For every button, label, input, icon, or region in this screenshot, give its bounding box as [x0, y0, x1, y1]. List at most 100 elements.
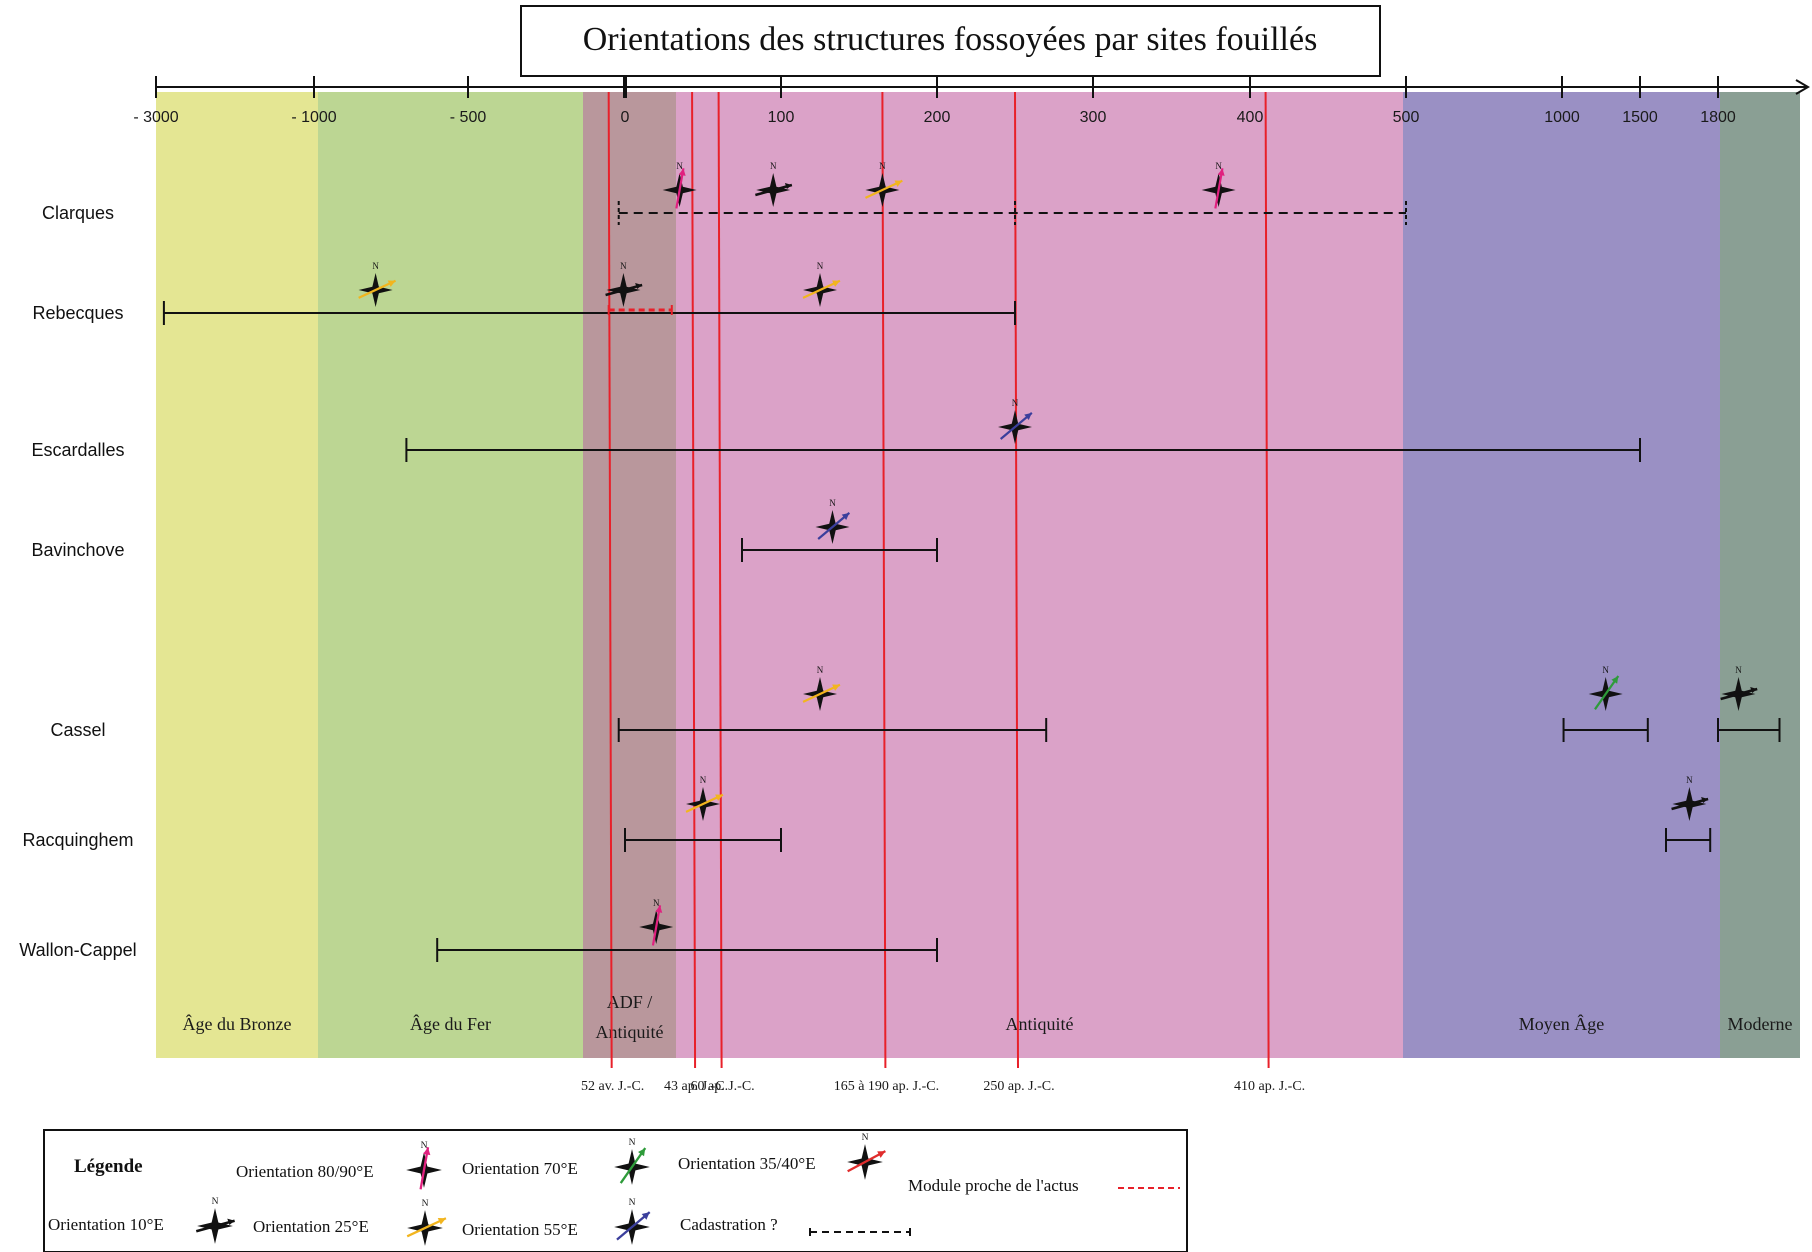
period-band [1403, 92, 1720, 1058]
compass-icon: N [864, 161, 903, 207]
axis-arrow [1795, 79, 1810, 95]
date-marker-line [881, 91, 887, 1069]
compass-icon: N [802, 261, 841, 307]
axis-tick-label: 0 [621, 109, 630, 126]
period-label: Âge du Bronze [183, 1013, 292, 1034]
svg-text:N: N [629, 1138, 636, 1148]
legend-title: Légende [74, 1156, 143, 1177]
date-marker-label: 165 à 190 ap. J.-C. [834, 1079, 939, 1094]
period-band [1720, 92, 1800, 1058]
period-label: Antiquité [1006, 1014, 1074, 1034]
svg-text:N: N [372, 261, 379, 271]
site-label: Racquinghem [22, 830, 133, 850]
axis-tick-label: 1000 [1544, 109, 1580, 126]
compass-icon: N [358, 261, 397, 307]
site-ranges [162, 201, 1781, 962]
compass-icon: N [1671, 775, 1709, 821]
svg-text:N: N [1602, 665, 1609, 675]
svg-text:N: N [1735, 665, 1742, 675]
period-label: Moyen Âge [1519, 1013, 1604, 1034]
svg-text:N: N [629, 1198, 636, 1208]
axis-tick-label: 1800 [1700, 109, 1736, 126]
svg-text:N: N [862, 1133, 869, 1143]
axis-tick-label: 100 [768, 109, 795, 126]
axis-tick-label: - 3000 [133, 109, 178, 126]
site-label: Cassel [50, 720, 105, 740]
legend-item-label: Orientation 70°E [462, 1159, 578, 1178]
diagram-title: Orientations des structures fossoyées pa… [583, 21, 1318, 58]
site-label: Wallon-Cappel [19, 940, 136, 960]
title-box: Orientations des structures fossoyées pa… [520, 5, 1381, 77]
date-marker-lines: 52 av. J.-C. 43 ap. J.-C.60 ap. J.-C. 165 … [581, 91, 1305, 1094]
date-marker-line [717, 91, 723, 1069]
svg-text:N: N [676, 161, 683, 171]
axis-tick-label: 300 [1080, 109, 1107, 126]
compass-icon: N [1588, 665, 1623, 711]
period-label: ADF / [607, 992, 653, 1012]
period-band [583, 92, 676, 1058]
date-marker-label: 250 ap. J.-C. [983, 1079, 1054, 1094]
date-marker-label: 410 ap. J.-C. [1234, 1079, 1305, 1094]
legend-frame [43, 1129, 1188, 1252]
compass-icon: N [605, 261, 643, 307]
legend-item-label: Orientation 80/90°E [236, 1162, 374, 1181]
legend-item-label: Orientation 25°E [253, 1217, 369, 1236]
compass-icon: N [1720, 665, 1758, 711]
compass-icon: N [802, 665, 841, 711]
compass-icon: N [406, 1199, 447, 1246]
compass-icon: N [815, 498, 851, 544]
axis-tick-label: 200 [924, 109, 951, 126]
compass-icon: N [1201, 161, 1236, 209]
svg-text:N: N [422, 1199, 429, 1209]
svg-text:N: N [879, 161, 886, 171]
svg-text:N: N [770, 161, 777, 171]
svg-text:N: N [421, 1141, 428, 1151]
compass-icon: N [614, 1138, 650, 1185]
legend-item-label: Cadastration ? [680, 1215, 778, 1234]
title-frame [520, 5, 1381, 77]
compass-icon: N [847, 1133, 886, 1180]
axis-tick-label: 500 [1393, 109, 1420, 126]
period-band [156, 92, 318, 1058]
axis-tick-label: 1500 [1622, 109, 1658, 126]
svg-text:N: N [1012, 398, 1019, 408]
legend-item-label: Orientation 10°E [48, 1215, 164, 1234]
site-label: Rebecques [32, 303, 123, 323]
time-axis: - 3000 - 1000 - 500 0 100 200 300 400 500 1000 150… [133, 75, 1810, 126]
period-band [318, 92, 583, 1058]
compass-icon: N [406, 1141, 442, 1190]
axis-tick-label: - 500 [450, 109, 487, 126]
date-marker-label: 60 ap. J.-C. [691, 1079, 755, 1094]
svg-text:N: N [817, 261, 824, 271]
site-labels: ClarquesRebecquesEscardallesBavinchoveCa… [19, 203, 136, 960]
period-band [676, 92, 1403, 1058]
compass-icon: N [614, 1198, 651, 1245]
legend-item-label: Orientation 35/40°E [678, 1154, 816, 1173]
date-marker-line [1014, 91, 1019, 1069]
date-marker-line [607, 91, 613, 1069]
compass-icon: N [755, 161, 793, 207]
svg-text:N: N [700, 775, 707, 785]
site-label: Escardalles [31, 440, 124, 460]
svg-text:N: N [1686, 775, 1693, 785]
date-marker-label: 52 av. J.-C. [581, 1079, 644, 1094]
svg-text:N: N [653, 898, 660, 908]
svg-text:N: N [817, 665, 824, 675]
date-marker-label: 43 ap. J.-C. [664, 1079, 728, 1094]
period-label: Antiquité [596, 1022, 664, 1042]
compass-icon: N [639, 898, 674, 946]
site-label: Clarques [42, 203, 114, 223]
svg-text:N: N [829, 498, 836, 508]
orientation-symbols: N N N N N N N N N N N N N N N [358, 161, 1758, 946]
legend-item-label: Orientation 55°E [462, 1220, 578, 1239]
svg-text:N: N [620, 261, 627, 271]
axis-tick-label: 400 [1237, 109, 1264, 126]
axis-tick-label: - 1000 [291, 109, 336, 126]
compass-icon: N [662, 161, 697, 209]
compass-icon: N [195, 1197, 235, 1244]
svg-text:N: N [1215, 161, 1222, 171]
date-marker-line [691, 91, 697, 1069]
